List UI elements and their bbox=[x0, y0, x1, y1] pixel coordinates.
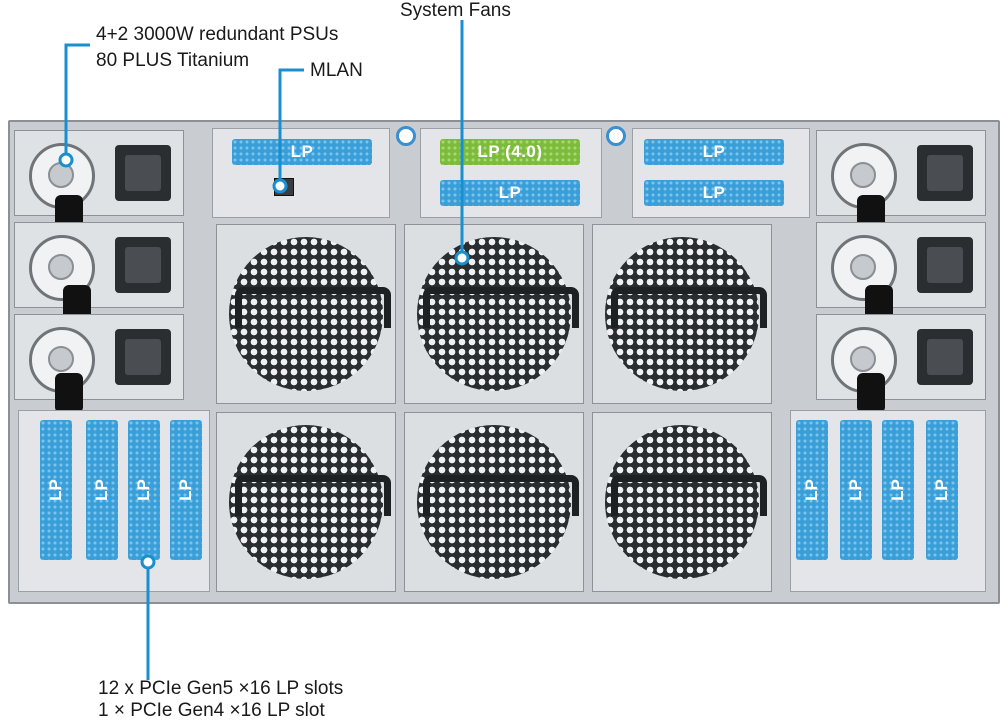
lp-slot-bottom-left-2: LP bbox=[86, 420, 118, 560]
power-socket-icon bbox=[115, 329, 171, 385]
fans-callout-dot bbox=[454, 250, 470, 266]
lp-slot-top-right-2: LP bbox=[644, 180, 784, 206]
fan-grill-icon bbox=[605, 425, 759, 579]
system-fan-module bbox=[404, 224, 584, 404]
fan-handle bbox=[611, 475, 767, 516]
lp-slot-bottom-left-1: LP bbox=[40, 420, 72, 560]
mlan-callout-dot bbox=[272, 178, 288, 194]
cable-strap bbox=[857, 373, 885, 413]
fan-handle bbox=[235, 475, 391, 516]
system-fan-module bbox=[404, 412, 584, 592]
psu-left-3 bbox=[14, 314, 184, 413]
fan-handle bbox=[423, 287, 579, 328]
lp-slot-bottom-left-4: LP bbox=[170, 420, 202, 560]
power-socket-icon bbox=[115, 145, 171, 201]
mlan-leader-line bbox=[278, 68, 304, 186]
system-fans-callout: System Fans bbox=[400, 0, 511, 21]
power-socket-icon bbox=[115, 237, 171, 293]
psu-callout-line2: 80 PLUS Titanium bbox=[96, 50, 250, 71]
fan-grill-icon bbox=[417, 237, 571, 391]
psu-callout-line1: 4+2 3000W redundant PSUs bbox=[96, 24, 339, 45]
mlan-callout: MLAN bbox=[310, 60, 363, 81]
fan-grill-icon bbox=[417, 425, 571, 579]
pcie-callout-line1: 12 x PCIe Gen5 ×16 LP slots bbox=[98, 678, 344, 699]
thumbscrew-icon bbox=[606, 126, 626, 146]
fan-grill-icon bbox=[229, 425, 383, 579]
power-socket-icon bbox=[917, 329, 973, 385]
lp-slot-bottom-right-3: LP bbox=[882, 420, 914, 560]
cable-strap bbox=[55, 373, 83, 413]
lp-slot-bottom-right-2: LP bbox=[840, 420, 872, 560]
psu-fan-icon bbox=[831, 235, 897, 301]
power-socket-icon bbox=[917, 237, 973, 293]
thumbscrew-icon bbox=[396, 126, 416, 146]
fan-grill-icon bbox=[229, 237, 383, 391]
pcie-callout-dot bbox=[140, 554, 156, 570]
fan-handle bbox=[423, 475, 579, 516]
system-fan-module bbox=[592, 412, 772, 592]
lp-slot-bottom-right-4: LP bbox=[926, 420, 958, 560]
fan-handle bbox=[611, 287, 767, 328]
lp-slot-bottom-right-1: LP bbox=[796, 420, 828, 560]
psu-right-1 bbox=[816, 130, 986, 235]
fan-grill-icon bbox=[605, 237, 759, 391]
pcie-callout-line2: 1 × PCIe Gen4 ×16 LP slot bbox=[98, 700, 325, 721]
lp-slot-bottom-left-3: LP bbox=[128, 420, 160, 560]
psu-callout-dot bbox=[58, 152, 74, 168]
power-socket-icon bbox=[917, 145, 973, 201]
system-fan-module bbox=[592, 224, 772, 404]
psu-right-2 bbox=[816, 222, 986, 325]
fan-handle bbox=[235, 287, 391, 328]
lp-slot-top-left: LP bbox=[232, 139, 372, 165]
psu-right-3 bbox=[816, 314, 986, 413]
lp-slot-top-right-1: LP bbox=[644, 139, 784, 165]
psu-left-1 bbox=[14, 130, 184, 235]
psu-left-2 bbox=[14, 222, 184, 325]
system-fan-module bbox=[216, 224, 396, 404]
system-fan-module bbox=[216, 412, 396, 592]
psu-leader-line bbox=[64, 43, 90, 160]
